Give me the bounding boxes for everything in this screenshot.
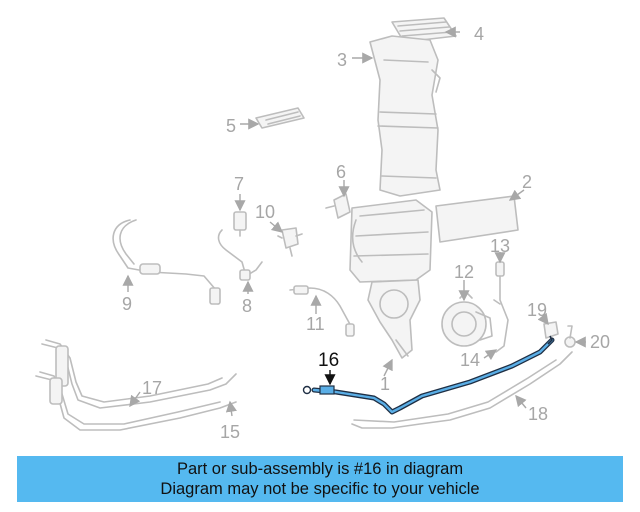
- callout-14: 14: [460, 350, 480, 370]
- callout-7: 7: [234, 174, 244, 194]
- leader-19: [537, 312, 549, 326]
- part-17-line: [41, 339, 237, 409]
- part-2-filter: [435, 195, 519, 243]
- callout-2: 2: [522, 172, 532, 192]
- callout-11: 11: [306, 314, 325, 334]
- leader-14: [483, 349, 498, 361]
- callout-8: 8: [242, 296, 252, 316]
- banner-line-1: Part or sub-assembly is #16 in diagram: [176, 460, 464, 478]
- part-13-14-cable: [493, 261, 509, 353]
- part-15-line: [35, 371, 237, 431]
- callout-19: 19: [527, 300, 547, 320]
- parts-diagram: 4 3 5 6 2 7 10 13 12 9 8 11 19 20 14 16 …: [35, 17, 610, 442]
- part-18-line: [351, 351, 573, 429]
- callout-9: 9: [122, 294, 132, 314]
- callout-3: 3: [337, 50, 347, 70]
- part-11-hose: [289, 285, 355, 337]
- leader-15: [225, 400, 237, 417]
- part-1-housing: [349, 199, 433, 359]
- callout-4: 4: [474, 24, 484, 44]
- leader-2: [508, 189, 525, 201]
- part-19-fitting: [543, 321, 559, 339]
- part-9-hose: [112, 219, 221, 305]
- banner-line-2: Diagram may not be specific to your vehi…: [160, 480, 480, 498]
- part-20-fitting: [564, 325, 576, 348]
- leader-18: [515, 394, 527, 409]
- part-3-duct: [369, 35, 441, 197]
- callout-6: 6: [336, 162, 346, 182]
- callout-1: 1: [380, 374, 390, 394]
- info-banner: Part or sub-assembly is #16 in diagram D…: [17, 456, 623, 502]
- callout-13: 13: [490, 236, 510, 256]
- callout-20: 20: [590, 332, 610, 352]
- part-16-tube-highlighted: [302, 335, 555, 415]
- callout-15: 15: [220, 422, 240, 442]
- part-6-bracket: [325, 193, 351, 219]
- callout-10: 10: [255, 202, 275, 222]
- callout-17: 17: [142, 378, 162, 398]
- leader-lines: [122, 26, 586, 417]
- leader-10: [269, 221, 284, 233]
- callout-12: 12: [454, 262, 474, 282]
- leader-17: [129, 391, 141, 408]
- part-8-tube: [217, 229, 263, 281]
- callout-labels: 4 3 5 6 2 7 10 13 12 9 8 11 19 20 14 16 …: [122, 24, 610, 442]
- callout-5: 5: [226, 116, 236, 136]
- part-12-blower: [441, 291, 493, 347]
- leader-1: [382, 358, 393, 377]
- part-7-sensor: [233, 211, 247, 237]
- part-10-valve: [277, 227, 303, 257]
- part-4-grille: [391, 17, 457, 43]
- part-5-vent: [255, 107, 305, 129]
- callout-18: 18: [528, 404, 548, 424]
- callout-16: 16: [318, 350, 339, 371]
